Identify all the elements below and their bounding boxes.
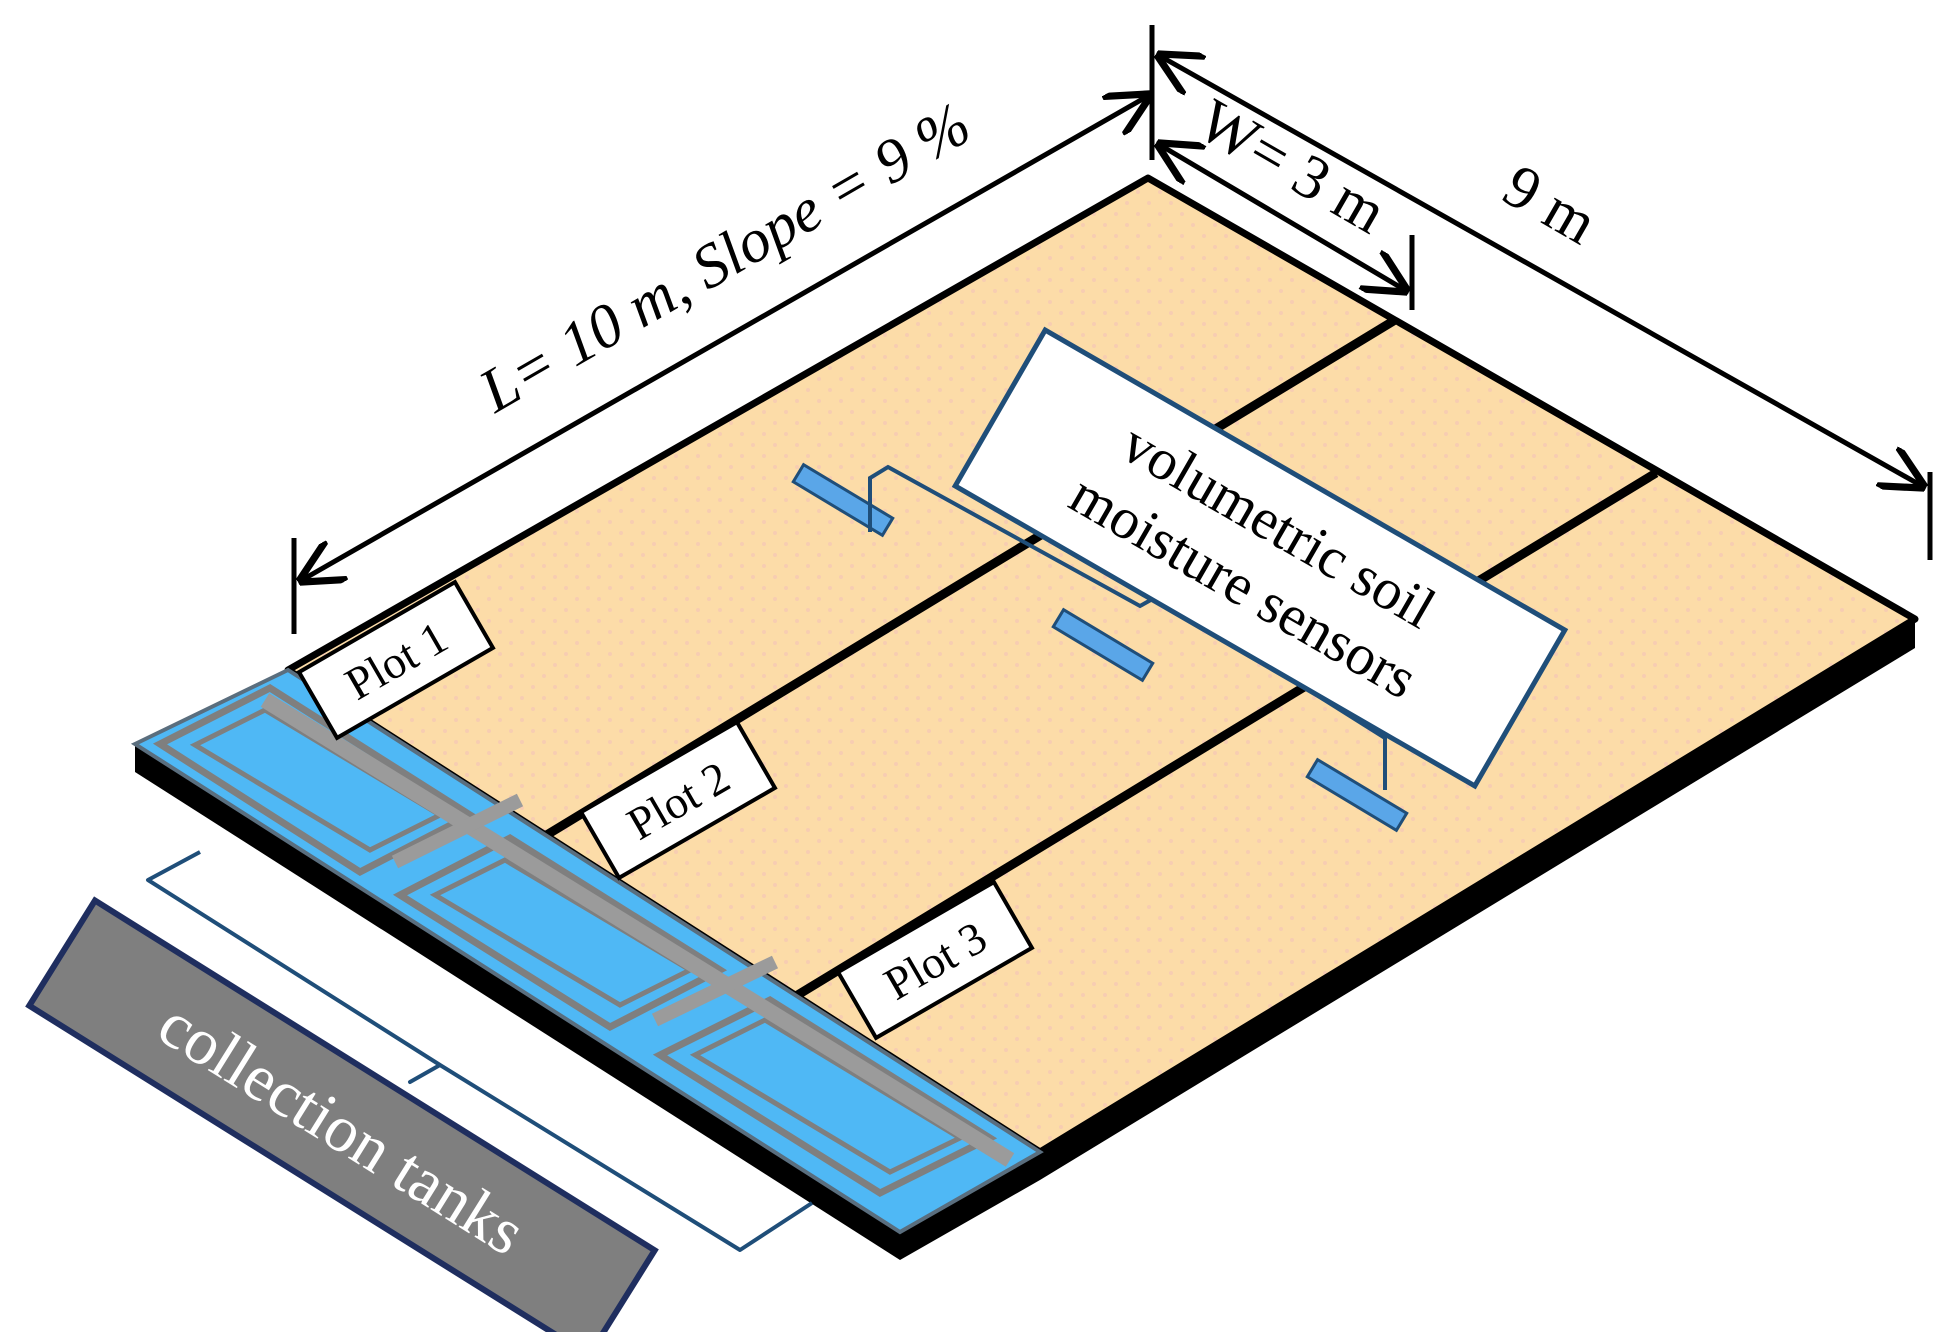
sensor-2 <box>1051 607 1155 683</box>
tank-2 <box>392 833 728 1032</box>
tank-bracket <box>146 850 814 1252</box>
tank-3 <box>652 995 998 1198</box>
collection-tank-strip <box>130 667 1044 1235</box>
tank-1 <box>152 683 478 877</box>
svg-text:collection tanks: collection tanks <box>146 987 538 1269</box>
svg-text:9 m: 9 m <box>1492 152 1608 258</box>
sensor-3 <box>1305 757 1409 833</box>
plot-divider-2 <box>793 469 1659 1000</box>
platform-base <box>135 619 1915 1260</box>
